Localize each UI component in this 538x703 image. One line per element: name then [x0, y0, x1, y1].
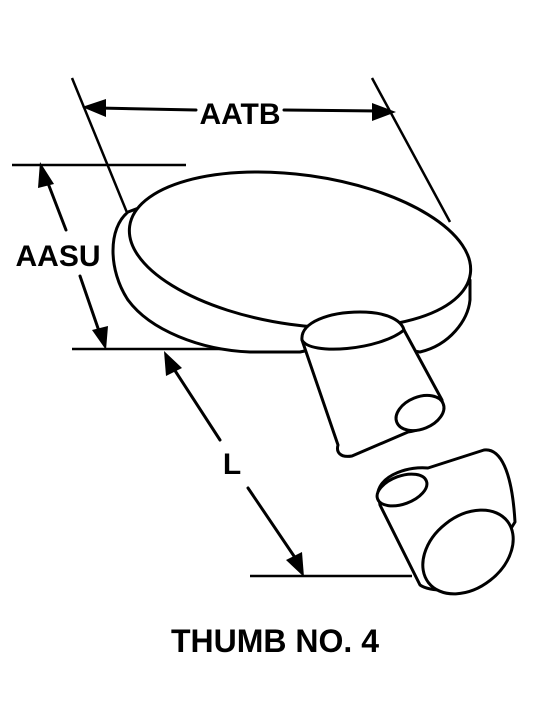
upper-shank — [300, 310, 446, 458]
upper-shank-cut-end — [394, 393, 446, 433]
aasu-label: AASU — [15, 240, 100, 273]
l-dimension-line-top — [170, 364, 222, 442]
thumb-head-face — [127, 170, 473, 330]
aatb-dimension-line-right — [282, 108, 382, 113]
aatb-label: AATB — [199, 98, 280, 131]
l-arrow-bottom — [286, 552, 304, 577]
lower-shank-cut-end — [375, 472, 429, 508]
upper-shank-top-edge — [300, 328, 406, 351]
aasu-dimension-line-top — [44, 176, 68, 232]
thumb-head — [111, 170, 473, 354]
diagram-caption: THUMB NO. 4 — [171, 623, 379, 659]
l-dimension-line-bottom — [246, 486, 300, 564]
aasu-arrow-bottom — [92, 326, 108, 350]
aatb-extension-right — [370, 77, 452, 223]
l-dimension: L — [164, 351, 304, 577]
l-label: L — [223, 448, 241, 481]
aatb-dimension: AATB — [82, 98, 396, 131]
aatb-arrow-right — [372, 103, 396, 121]
lower-shank-bottom-face — [421, 508, 515, 596]
lower-shank — [375, 448, 517, 596]
aatb-arrow-left — [82, 99, 106, 117]
aatb-dimension-line-left — [96, 106, 198, 112]
aasu-dimension: AASU — [15, 162, 108, 350]
aatb-extension-left — [70, 77, 130, 216]
l-arrow-top — [164, 351, 182, 376]
aasu-arrow-top — [38, 162, 54, 188]
aasu-dimension-line-bottom — [78, 274, 102, 336]
